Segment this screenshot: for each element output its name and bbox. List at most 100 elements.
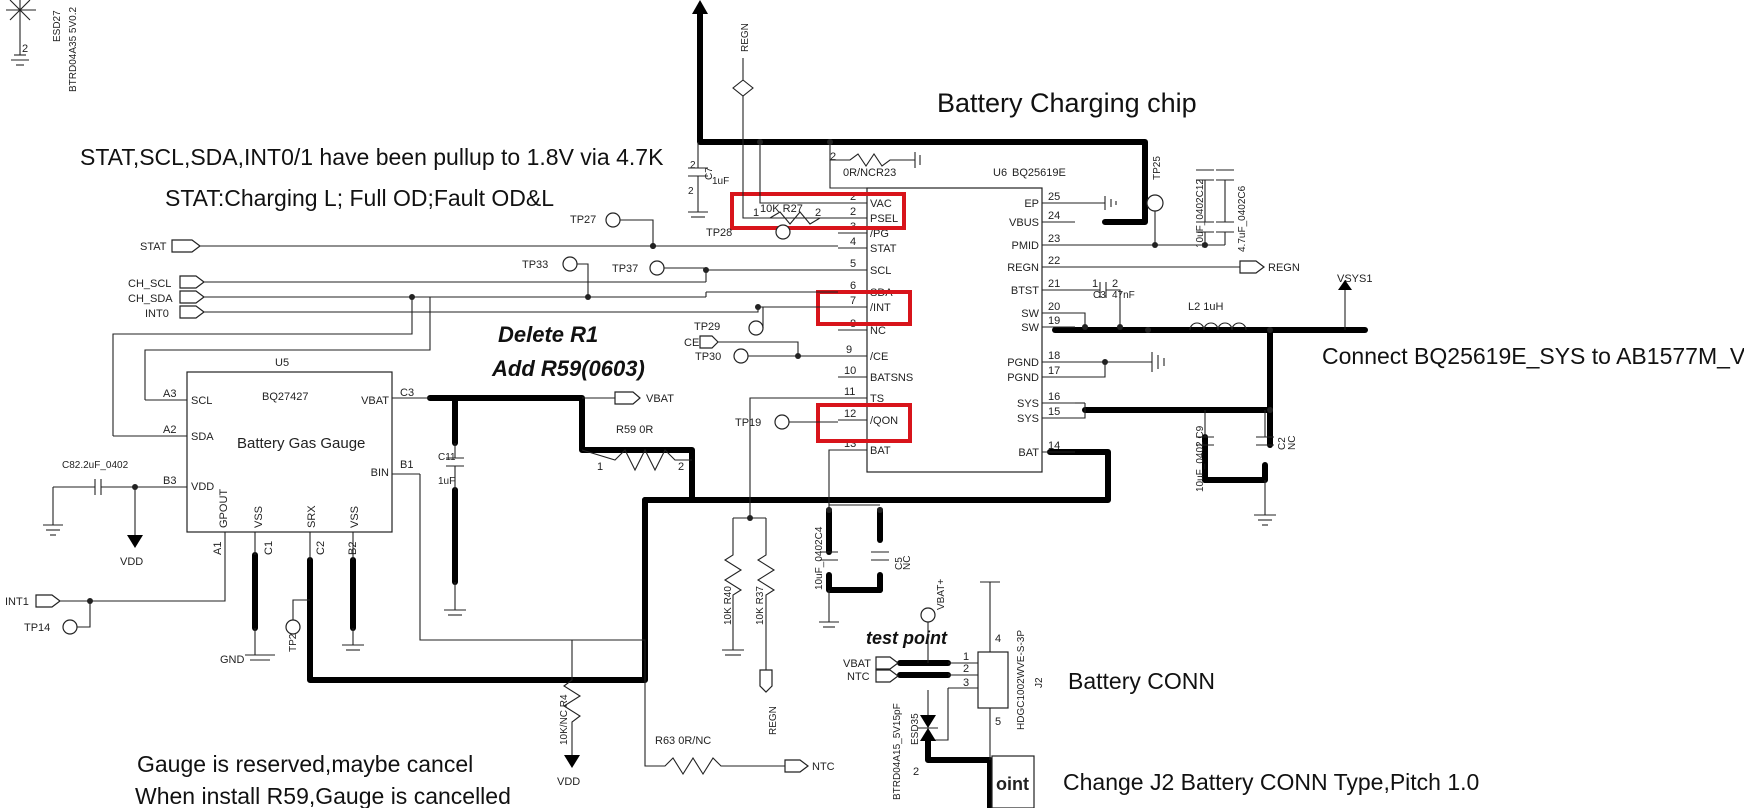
tp37-label: TP37: [612, 263, 638, 275]
pin-label: 2: [22, 43, 28, 55]
arrow-icon: [692, 0, 708, 14]
c9-label: 10uF_0402 C9: [1195, 425, 1206, 492]
regn-bottom-label: REGN: [768, 706, 779, 735]
u6-pin-name: BATSNS: [870, 372, 913, 384]
battery-conn-note: Battery CONN: [1068, 668, 1215, 694]
r23-ref: 0R/NCR23: [843, 167, 896, 179]
tp28-label: TP28: [706, 227, 732, 239]
ntc-area: VDD 10K/NC R4 NTC R63 0R/NC: [420, 639, 835, 788]
pin-label: 1: [753, 207, 759, 219]
test-point-note: test point: [866, 628, 948, 648]
r59-label: R59 0R: [616, 424, 653, 436]
u5-ref: U5: [275, 357, 289, 369]
highlight-box-qon: [816, 403, 912, 443]
u6-pin-name: /INT: [870, 302, 891, 314]
pin-label: 2: [690, 160, 696, 171]
vbat-j2-label: VBAT: [843, 658, 871, 670]
u6-pin-name: SYS: [1017, 413, 1039, 425]
esd27-ref: ESD27: [52, 10, 63, 42]
gauge-cancel-note: When install R59,Gauge is cancelled: [135, 783, 511, 808]
r63-label: R63 0R/NC: [655, 735, 711, 747]
highlight-box-int: [816, 290, 912, 326]
u6-pin-name: PGND: [1007, 357, 1039, 369]
vsys1-label: VSYS1: [1337, 273, 1372, 285]
u5-pin-name: SCL: [191, 395, 212, 407]
u6-pin-name: SW: [1021, 322, 1039, 334]
c7-val: 1uF: [712, 176, 729, 187]
pin-label: 2: [830, 151, 836, 163]
u6-ref: U6: [993, 167, 1007, 179]
delete-r1-note: Delete R1: [498, 322, 598, 347]
regn-right-label: REGN: [1268, 262, 1300, 274]
c5-ref: C5: [894, 557, 905, 570]
gnd-label: GND: [220, 654, 245, 666]
u5-chip: U5 BQ27427 Battery Gas Gauge SCL SDA VDD…: [113, 357, 430, 560]
pin-label: 1: [597, 461, 603, 473]
ce-label: CE: [684, 337, 699, 349]
u5-pin-num: C2: [315, 541, 327, 555]
right-wiring: 10uF_0402C12 4.7uF_0402C6 REGN C3 47nF 1…: [1075, 169, 1372, 526]
u6-pin-num: 14: [1048, 440, 1060, 452]
r27-ref: 10K R27: [760, 203, 803, 215]
c11-ref: C11: [438, 452, 456, 463]
tp2-label: TP2: [288, 633, 299, 652]
u6-part: BQ25619E: [1012, 167, 1066, 179]
vbat-plus-label: VBAT+: [936, 579, 947, 610]
u6-pin-name: PMID: [1012, 240, 1040, 252]
stat-net-label: STAT: [140, 241, 167, 253]
u6-pin-name: VBUS: [1009, 217, 1039, 229]
u5-desc: Battery Gas Gauge: [237, 435, 365, 452]
vbat-label: VBAT: [646, 393, 674, 405]
j2-part: HDGC1002WVE-S-3P: [1016, 630, 1027, 730]
pin-label: 5: [995, 716, 1001, 728]
tp25-label: TP25: [1152, 156, 1163, 180]
u6-pin-num: 18: [1048, 350, 1060, 362]
u6-pin-name: PGND: [1007, 372, 1039, 384]
highlighted-traces: [252, 5, 1368, 808]
r40-label: 10K R40: [723, 586, 734, 625]
u6-pin-name: REGN: [1007, 262, 1039, 274]
int1-label: INT1: [5, 596, 29, 608]
regn-top-label: REGN: [740, 23, 751, 52]
int0-label: INT0: [145, 308, 169, 320]
u6-pin-num: 22: [1048, 255, 1060, 267]
ntc-j2-label: NTC: [847, 671, 870, 683]
esd35-ref: ESD35: [910, 713, 921, 745]
tp19-label: TP19: [735, 417, 761, 429]
u5-pin-num: C1: [263, 541, 275, 555]
add-r59-note: Add R59(0603): [491, 356, 645, 381]
ts-divider: 10K R40 10K R37 REGN: [722, 397, 838, 735]
esd27-part: BTRD04A35 5V0.2: [68, 7, 79, 92]
r37-label: 10K R37: [755, 586, 766, 625]
u5-pin-num: B1: [400, 459, 413, 471]
c4-label: 10uF_0402C4: [814, 526, 825, 590]
pin-label: 4: [995, 633, 1001, 645]
u5-pin-num: A2: [163, 424, 176, 436]
u6-pin-name: NC: [870, 325, 886, 337]
pullup-note: STAT,SCL,SDA,INT0/1 have been pullup to …: [80, 144, 664, 170]
ch-sda-label: CH_SDA: [128, 293, 173, 305]
r59-area: VBAT R59 0R 1 2: [581, 391, 692, 473]
u6-pin-num: 12: [844, 408, 856, 420]
u5-pin-name: VDD: [191, 481, 214, 493]
j2-ref: J2: [1034, 677, 1045, 688]
pin-label: 3: [963, 677, 969, 689]
u6-pin-name: /PG: [870, 228, 889, 240]
pin-label: 1: [963, 651, 969, 663]
u6-pin-num: 23: [1048, 233, 1060, 245]
r4-label: 10K/NC R4: [559, 694, 570, 745]
l2-label: L2 1uH: [1188, 301, 1224, 313]
pin-label: 1: [1092, 278, 1098, 290]
u5-part: BQ27427: [262, 391, 308, 403]
highlight-box-vac-psel: [730, 192, 906, 230]
u6-pin-num: 19: [1048, 315, 1060, 327]
u6-pin-name: BTST: [1011, 285, 1039, 297]
c3-ref: C3: [1093, 290, 1106, 301]
c11-val: 1uF: [438, 476, 455, 487]
u5-pin-name: SDA: [191, 431, 214, 443]
bat-caps: 10uF_0402C4 C5 NC: [814, 449, 913, 628]
u6-pin-num: 20: [1048, 301, 1060, 313]
u5-pin-name: VBAT: [361, 395, 389, 407]
u6-pin-num: 15: [1048, 406, 1060, 418]
u6-pin-num: 2: [850, 191, 856, 203]
